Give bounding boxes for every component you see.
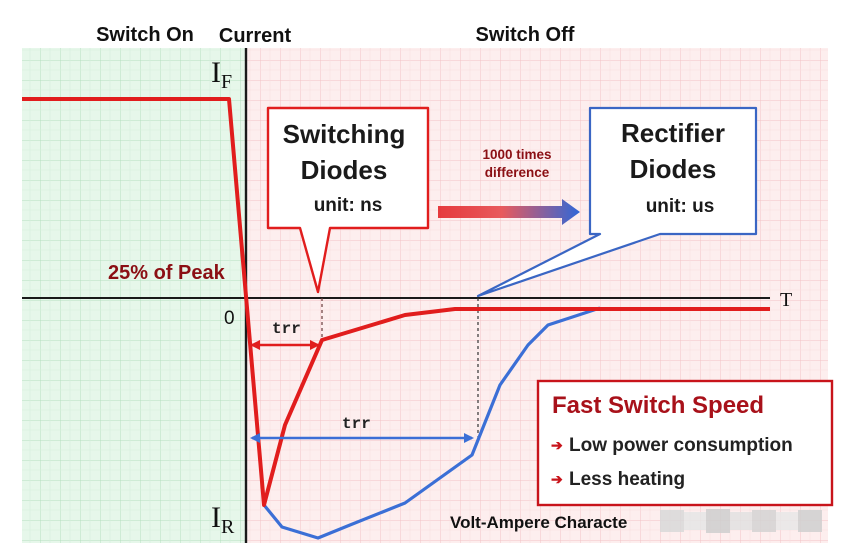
switching-unit: unit: ns — [314, 195, 383, 216]
rectifier-diodes-callout: Rectifier Diodes unit: us — [476, 106, 758, 298]
difference-line1: 1000 times — [482, 147, 551, 162]
switching-diode-curve — [22, 97, 770, 507]
switching-diodes-callout: Switching Diodes unit: ns — [266, 106, 430, 294]
rectifier-unit: unit: us — [646, 196, 715, 217]
x-axis-label: T — [780, 289, 792, 311]
switching-title-line2: Diodes — [301, 155, 388, 185]
watermark-blur — [660, 509, 822, 533]
fast-switch-item-2: Less heating — [569, 469, 685, 490]
fast-switch-title: Fast Switch Speed — [552, 392, 764, 419]
fast-switch-item-1: Low power consumption — [569, 435, 793, 456]
fast-switch-box: Fast Switch Speed ➔ Low power consumptio… — [536, 379, 834, 507]
switch-off-header: Switch Off — [476, 24, 575, 46]
bullet-arrow-icon: ➔ — [551, 471, 563, 487]
rectifier-trr-label: trr — [342, 415, 371, 433]
y-axis-reverse-label: IR — [211, 501, 235, 538]
y-axis-forward-label: IF — [211, 56, 232, 93]
peak-label: 25% of Peak — [108, 262, 226, 284]
switching-title-line1: Switching — [283, 119, 406, 149]
origin-label: 0 — [224, 308, 235, 329]
bullet-arrow-icon: ➔ — [551, 437, 563, 453]
rectifier-diode-curve — [262, 306, 601, 540]
difference-line2: difference — [485, 165, 550, 180]
switching-trr-label: trr — [272, 320, 301, 338]
rectifier-title-line2: Diodes — [630, 154, 717, 184]
rectifier-title-line1: Rectifier — [621, 118, 725, 148]
difference-annotation: 1000 times difference — [438, 147, 580, 225]
caption: Volt-Ampere Characte — [450, 513, 627, 532]
switch-on-grid — [22, 48, 246, 543]
current-header: Current — [219, 25, 292, 47]
difference-arrow — [438, 199, 580, 225]
switch-on-header: Switch On — [96, 24, 194, 46]
